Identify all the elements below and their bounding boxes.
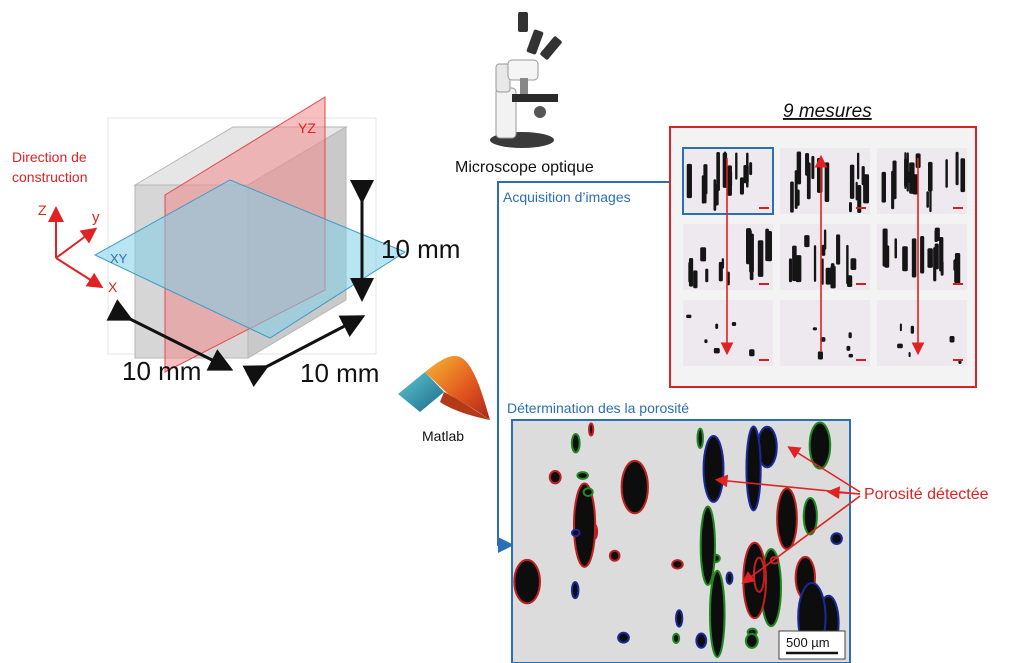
z-axis-label: Z: [38, 202, 47, 218]
measure-tile: [780, 224, 870, 290]
pore: [776, 487, 798, 551]
matlab-label: Matlab: [422, 428, 464, 444]
pore: [672, 632, 681, 644]
pore: [571, 528, 581, 538]
cube-diagram: YZ XY 10 mm 10 mm 10 mm: [93, 96, 460, 388]
scale-bar-box: [778, 630, 846, 660]
y-axis-label: y: [92, 209, 100, 226]
matlab-logo-icon: [398, 355, 490, 420]
porosity-pointer-3: [741, 495, 861, 584]
measure-tile: [780, 300, 870, 366]
measure-tile: [877, 300, 967, 366]
pore: [696, 427, 704, 449]
x-axis-arrow: [55, 257, 104, 289]
pore: [745, 425, 762, 512]
pore: [695, 632, 708, 649]
measure-tile: [683, 224, 773, 290]
pore: [548, 469, 562, 485]
microscope-icon: [490, 12, 562, 148]
build-direction-label-line1: Direction de: [12, 149, 87, 165]
pore: [570, 433, 581, 454]
axis-triad: Direction de construction Z y X: [12, 149, 118, 295]
width-dimension-arrow: [242, 315, 366, 387]
pore: [671, 559, 684, 570]
pore: [582, 487, 594, 498]
pore: [588, 422, 595, 437]
porosity-pointer-1: [787, 446, 861, 493]
determination-label: Détermination des la porosité: [507, 400, 689, 416]
pore: [570, 581, 580, 600]
acquisition-connector: [497, 181, 682, 553]
microscope-label: Microscope optique: [455, 159, 594, 176]
depth-dimension-label: 10 mm: [122, 356, 201, 386]
measure-tile: [683, 300, 773, 366]
scale-bar-label: 500 µm: [786, 635, 830, 650]
porosity-pointer-4: [826, 486, 861, 500]
porosity-label: Porosité détectée: [864, 486, 989, 503]
pore: [702, 434, 725, 503]
pore: [675, 609, 684, 628]
pore: [513, 558, 542, 605]
pore: [620, 459, 649, 515]
pore: [708, 569, 726, 658]
pore: [576, 471, 589, 480]
x-axis-label: X: [108, 279, 118, 295]
pore: [752, 556, 766, 593]
measure-tile: [683, 148, 773, 214]
pore: [608, 549, 621, 562]
pore: [744, 632, 759, 649]
yz-plane-label: YZ: [298, 120, 316, 136]
measure-tile: [877, 148, 967, 214]
pore: [699, 505, 716, 586]
pore: [808, 421, 832, 470]
build-direction-label-line2: construction: [12, 169, 87, 185]
height-dimension-label: 10 mm: [381, 234, 460, 264]
pore: [802, 497, 818, 536]
xy-plane-label: XY: [110, 251, 128, 266]
acquisition-label: Acquisition d’images: [503, 189, 631, 205]
measures-title: 9 mesures: [783, 101, 872, 122]
width-dimension-label: 10 mm: [300, 358, 379, 388]
measure-tile: [780, 148, 870, 214]
depth-dimension-arrow: [106, 299, 234, 371]
measure-tile: [877, 224, 967, 290]
pore: [572, 482, 597, 568]
pore: [830, 532, 843, 546]
y-axis-arrow: [55, 227, 98, 259]
pore: [617, 631, 630, 644]
selected-tile-highlight: [682, 147, 774, 215]
pore: [725, 571, 734, 585]
measure-tile-grid: [683, 148, 967, 366]
